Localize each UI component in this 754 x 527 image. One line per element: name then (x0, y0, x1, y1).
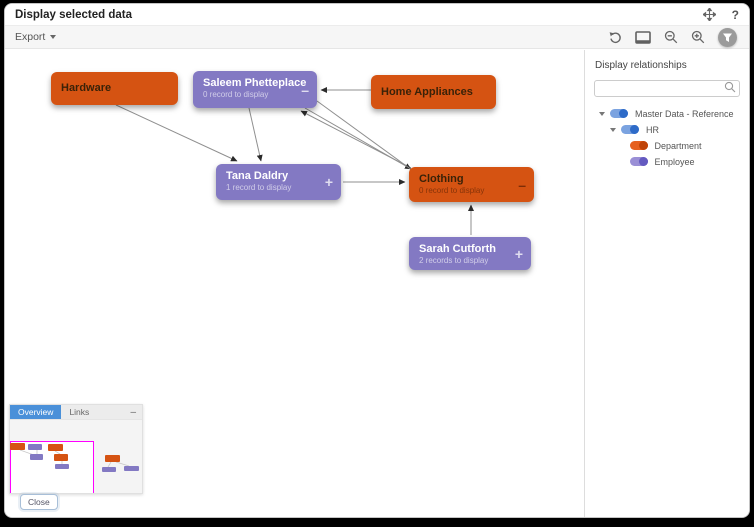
sidebar-title: Display relationships (595, 60, 687, 71)
tab-links[interactable]: Links (69, 407, 90, 417)
fit-to-screen-button[interactable] (635, 30, 651, 44)
overview-tabs: Overview Links – (10, 405, 142, 419)
node-title: Clothing (419, 173, 464, 185)
node-clothing[interactable]: Clothing 0 record to display – (409, 167, 534, 202)
node-subtitle: 0 record to display (203, 90, 269, 99)
toggle-switch[interactable] (629, 141, 648, 150)
toggle-switch[interactable] (621, 125, 639, 134)
undo-button[interactable] (608, 30, 622, 44)
minimap-node (105, 455, 120, 462)
collapse-node-button[interactable]: – (301, 81, 309, 98)
node-saleem-phetteplace[interactable]: Saleem Phetteplace 0 record to display – (193, 71, 317, 108)
graph-canvas[interactable]: Hardware Saleem Phetteplace 0 record to … (5, 50, 584, 517)
zoom-out-icon (664, 30, 678, 44)
node-hardware[interactable]: Hardware (51, 72, 178, 105)
tab-overview[interactable]: Overview (10, 405, 62, 419)
search-input[interactable] (594, 79, 740, 97)
collapse-node-button[interactable]: – (518, 176, 526, 193)
toggle-switch[interactable] (610, 109, 628, 118)
help-button[interactable]: ? (731, 7, 739, 22)
filter-icon (722, 32, 733, 43)
node-title: Home Appliances (381, 85, 473, 98)
collapse-overview-button[interactable]: – (130, 406, 136, 418)
tree-item-master-data-reference[interactable]: Master Data - Reference (594, 106, 740, 122)
tree-item-department[interactable]: Department (594, 138, 740, 154)
minimap-node (28, 444, 42, 450)
search-icon (724, 81, 736, 93)
export-label: Export (15, 31, 46, 43)
screen-icon (635, 30, 651, 44)
app-window: Display selected data ? Export (4, 3, 750, 518)
caret-down-icon[interactable] (599, 111, 605, 116)
export-button[interactable]: Export (15, 31, 57, 43)
minimap-node (54, 454, 68, 461)
move-icon (702, 8, 716, 21)
tree-item-employee[interactable]: Employee (594, 154, 740, 170)
node-title: Sarah Cutforth (419, 243, 496, 255)
minimap-node (102, 467, 116, 472)
toggle-switch[interactable] (629, 157, 648, 166)
zoom-out-button[interactable] (664, 30, 678, 44)
close-button[interactable]: Close (20, 494, 58, 510)
relationships-sidebar: Display relationships Master Data - Refe… (584, 50, 749, 517)
move-window-button[interactable] (702, 8, 716, 21)
filter-button[interactable] (718, 27, 737, 47)
page-title: Display selected data (15, 8, 132, 21)
node-subtitle: 1 record to display (226, 183, 292, 192)
zoom-in-button[interactable] (691, 30, 705, 44)
title-bar: Display selected data ? (5, 4, 749, 25)
minimap-node (124, 466, 139, 471)
node-subtitle: 0 record to display (419, 186, 485, 195)
chevron-down-icon (50, 35, 57, 39)
minimap-node (30, 454, 43, 460)
expand-node-button[interactable]: + (324, 174, 333, 190)
minimap[interactable] (10, 419, 142, 493)
minimap-node (48, 444, 63, 451)
expand-node-button[interactable]: + (514, 245, 523, 262)
graph-edges (115, 87, 474, 235)
caret-down-icon[interactable] (610, 127, 616, 132)
relationship-tree: Master Data - Reference HR Department Em… (594, 106, 740, 170)
node-home-appliances[interactable]: Home Appliances (371, 75, 496, 109)
tree-item-hr[interactable]: HR (594, 122, 740, 138)
node-title: Hardware (61, 82, 112, 94)
toolbar: Export (5, 25, 749, 49)
node-title: Tana Daldry (226, 170, 289, 182)
node-sarah-cutforth[interactable]: Sarah Cutforth 2 records to display + (409, 237, 531, 270)
undo-icon (608, 30, 622, 44)
node-title: Saleem Phetteplace (203, 77, 307, 89)
zoom-in-icon (691, 30, 705, 44)
minimap-node (55, 464, 69, 469)
node-subtitle: 2 records to display (419, 256, 489, 265)
minimap-node (10, 443, 25, 450)
overview-panel: Overview Links – (9, 404, 143, 494)
node-tana-daldry[interactable]: Tana Daldry 1 record to display + (216, 164, 341, 200)
